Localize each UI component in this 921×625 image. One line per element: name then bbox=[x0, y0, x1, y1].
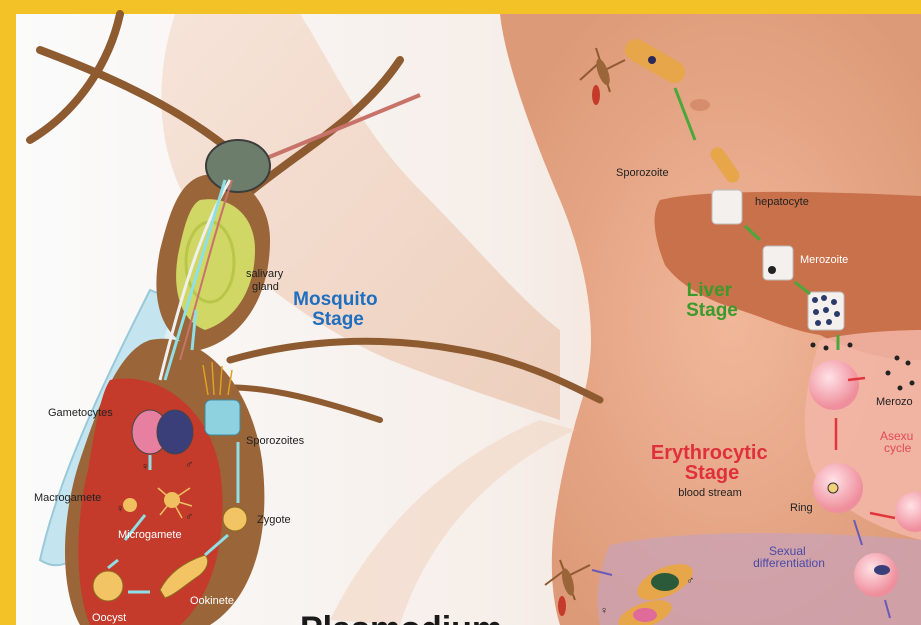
label-sporozoite: Sporozoite bbox=[616, 167, 669, 179]
male-symbol: ♂ bbox=[185, 459, 193, 471]
label-hepatocyte: hepatocyte bbox=[755, 196, 809, 208]
mosquito-stage-line2: Stage bbox=[312, 309, 364, 330]
label-ookinete: Ookinete bbox=[190, 595, 234, 607]
liver-stage-title: Liver Stage bbox=[686, 280, 738, 321]
asexual-line2: cycle bbox=[884, 441, 912, 455]
oocyst-cell bbox=[93, 571, 123, 601]
liver-stage-line2: Stage bbox=[686, 300, 738, 321]
gametocyte-cell-male bbox=[157, 410, 193, 454]
bottom-title-clip: Plasmodium bbox=[300, 610, 502, 625]
label-oocyst: Oocyst bbox=[92, 612, 126, 624]
label-gland: gland bbox=[252, 281, 279, 293]
female-symbol-3: ♀ bbox=[600, 605, 608, 617]
liver-stage-line1: Liver bbox=[687, 280, 733, 301]
female-symbol: ♀ bbox=[141, 461, 149, 473]
asexual-cycle-label: Asexu cycle bbox=[880, 429, 917, 455]
label-merozo: Merozo bbox=[876, 396, 913, 408]
merozoite-cell bbox=[763, 246, 793, 280]
label-zygote: Zygote bbox=[257, 514, 291, 526]
label-sporozoites: Sporozoites bbox=[246, 435, 305, 447]
sporozoite-nucleus bbox=[648, 56, 656, 64]
male-symbol-2: ♂ bbox=[185, 511, 193, 523]
label-macrogamete: Macrogamete bbox=[34, 492, 101, 504]
label-merozoite: Merozoite bbox=[800, 254, 848, 266]
mosquito-stage-line1: Mosquito bbox=[293, 289, 377, 310]
bottom-title: Plasmodium bbox=[300, 610, 502, 625]
gametocyte-parasite bbox=[874, 565, 890, 575]
navel bbox=[690, 99, 710, 111]
hepatocyte-cell bbox=[712, 190, 742, 224]
label-gametocytes: Gametocytes bbox=[48, 407, 113, 419]
rbc-merozoite-entry bbox=[809, 360, 859, 410]
label-ring: Ring bbox=[790, 502, 813, 514]
merozoite-dot bbox=[768, 266, 776, 274]
ring-parasite bbox=[828, 483, 838, 493]
sporozoite-sac bbox=[205, 400, 240, 435]
label-salivary: salivary bbox=[246, 268, 284, 280]
macrogamete-cell bbox=[123, 498, 137, 512]
label-microgamete: Microgamete bbox=[118, 529, 182, 541]
erythrocytic-line2: Stage bbox=[685, 462, 739, 484]
rbc-gametocyte bbox=[854, 553, 898, 597]
label-blood-stream: blood stream bbox=[678, 487, 742, 499]
sexual-line2: differentiation bbox=[753, 556, 825, 570]
zygote-cell bbox=[223, 507, 247, 531]
female-symbol-2: ♀ bbox=[116, 503, 124, 515]
male-symbol-3: ♂ bbox=[686, 575, 694, 587]
erythrocytic-line1: Erythrocytic bbox=[651, 442, 768, 464]
